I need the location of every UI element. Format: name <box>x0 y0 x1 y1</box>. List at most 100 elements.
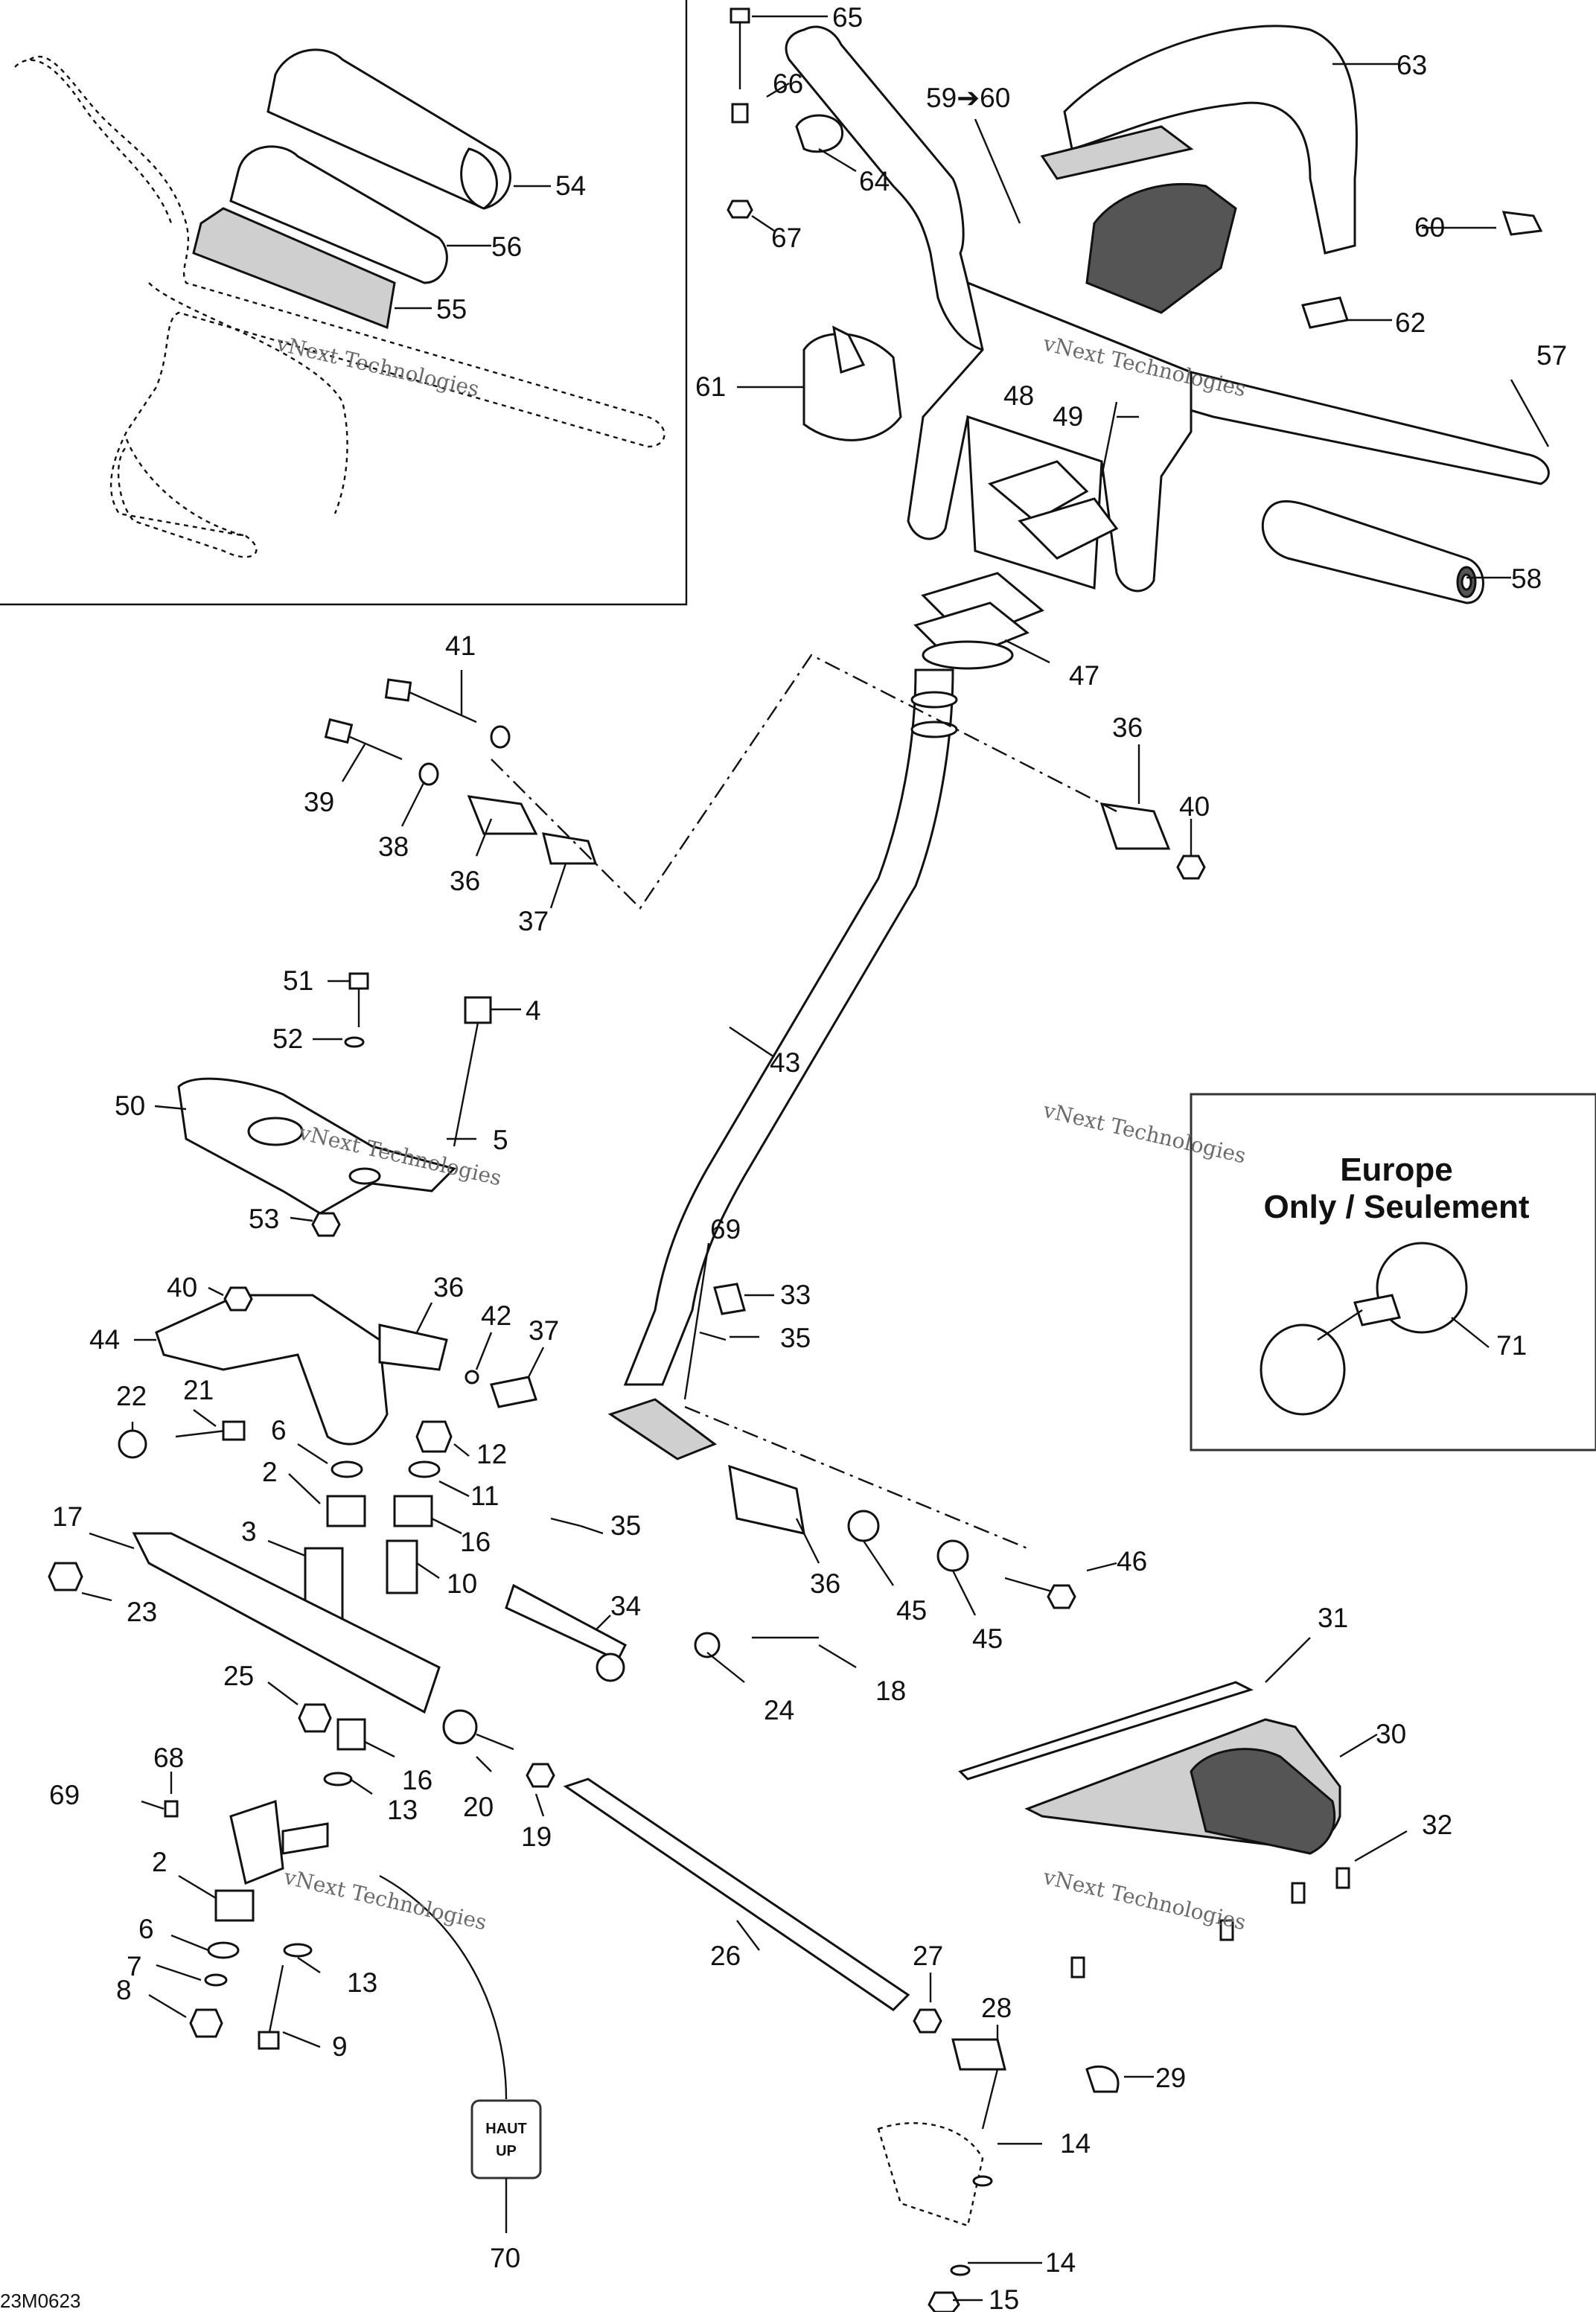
callout-22: 22 <box>116 1381 147 1411</box>
callout-55: 55 <box>436 294 467 325</box>
callout-43: 43 <box>770 1047 800 1078</box>
callout-64: 64 <box>859 166 890 197</box>
callout-28: 28 <box>981 1993 1012 2023</box>
callout-10: 10 <box>447 1568 477 1599</box>
callout-45a: 45 <box>896 1595 927 1626</box>
callout-7: 7 <box>127 1951 142 1982</box>
callout-54: 54 <box>555 170 586 201</box>
callout-36a: 36 <box>450 866 480 896</box>
callout-35a: 35 <box>780 1323 811 1353</box>
callout-62: 62 <box>1395 307 1426 338</box>
tag-up-text: UP <box>496 2143 517 2159</box>
callout-41: 41 <box>445 630 476 661</box>
callout-36d: 36 <box>810 1568 840 1599</box>
callout-6a: 6 <box>271 1415 287 1446</box>
callout-69a: 69 <box>710 1214 741 1245</box>
callout-49: 49 <box>1053 401 1083 432</box>
callout-57: 57 <box>1536 340 1567 371</box>
callout-14a: 14 <box>1060 2128 1091 2159</box>
callout-26: 26 <box>710 1941 741 1971</box>
callout-50: 50 <box>115 1090 145 1121</box>
callout-35b: 35 <box>610 1510 641 1541</box>
callout-36b: 36 <box>1112 712 1143 743</box>
callout-25: 25 <box>223 1661 254 1691</box>
callout-51: 51 <box>283 965 313 996</box>
callout-labels: 65 66 64 67 63 59➔60 60 62 57 61 48 49 5… <box>49 2 1567 2312</box>
europe-box-title-1: Europe <box>1340 1152 1453 1188</box>
callout-46: 46 <box>1117 1546 1147 1577</box>
callout-16b: 16 <box>402 1765 432 1795</box>
callout-34: 34 <box>610 1591 641 1621</box>
callout-27: 27 <box>913 1941 943 1971</box>
callout-8: 8 <box>116 1975 132 2005</box>
callout-52: 52 <box>272 1024 303 1054</box>
callout-37b: 37 <box>529 1315 559 1346</box>
pad-56 <box>229 145 448 284</box>
leader-lines <box>81 15 1550 2302</box>
callout-58: 58 <box>1511 563 1542 594</box>
callout-5: 5 <box>493 1125 508 1155</box>
callout-53: 53 <box>249 1204 279 1234</box>
callout-23: 23 <box>127 1597 157 1627</box>
europe-only-box: Europe Only / Seulement <box>1190 1093 1596 1452</box>
callout-9: 9 <box>332 2031 348 2062</box>
callout-21: 21 <box>183 1375 214 1405</box>
callout-37a: 37 <box>518 906 549 936</box>
callout-36c: 36 <box>433 1272 464 1303</box>
callout-4: 4 <box>526 995 541 1026</box>
steering-column-43 <box>607 668 958 1460</box>
haut-up-tag: HAUT UP <box>379 1874 542 2233</box>
callout-70: 70 <box>490 2243 520 2273</box>
tag-haut-text: HAUT <box>485 2121 527 2137</box>
callout-11: 11 <box>470 1481 499 1511</box>
pad-54 <box>266 48 511 210</box>
callout-71: 71 <box>1496 1330 1527 1361</box>
callout-17: 17 <box>52 1501 83 1532</box>
callout-59-60: 59➔60 <box>926 83 1010 113</box>
callout-15: 15 <box>989 2284 1019 2312</box>
callout-60: 60 <box>1414 212 1445 243</box>
callout-69b: 69 <box>49 1780 80 1810</box>
callout-19: 19 <box>521 1821 552 1852</box>
callout-20: 20 <box>463 1792 494 1822</box>
callout-13b: 13 <box>347 1967 377 1998</box>
callout-14b: 14 <box>1045 2247 1076 2278</box>
callout-47: 47 <box>1069 660 1099 691</box>
callout-42: 42 <box>481 1300 511 1331</box>
callout-66: 66 <box>773 68 803 99</box>
callout-12: 12 <box>476 1439 507 1469</box>
callout-48: 48 <box>1003 380 1034 411</box>
callout-3: 3 <box>241 1516 257 1547</box>
callout-31: 31 <box>1318 1603 1348 1633</box>
callout-56: 56 <box>491 231 522 262</box>
callout-13a: 13 <box>387 1795 418 1825</box>
callout-44: 44 <box>89 1324 120 1355</box>
callout-16a: 16 <box>460 1527 491 1557</box>
callout-24: 24 <box>764 1695 794 1725</box>
handlebar-assembly <box>727 7 1550 670</box>
watermark-6: vNext Technologies <box>1040 1864 1248 1935</box>
pad-55 <box>192 207 396 330</box>
callout-67: 67 <box>771 223 802 253</box>
callout-2a: 2 <box>262 1457 278 1487</box>
callout-39: 39 <box>304 787 334 817</box>
callout-68: 68 <box>153 1743 184 1773</box>
callout-45b: 45 <box>972 1623 1003 1654</box>
inset-handlebar-panel <box>0 0 688 606</box>
mid-assembly-parts <box>48 654 1350 2312</box>
callout-40a: 40 <box>1179 791 1210 822</box>
callout-6b: 6 <box>138 1914 154 1944</box>
callout-65: 65 <box>832 2 863 33</box>
callout-32: 32 <box>1422 1810 1452 1840</box>
callout-30: 30 <box>1376 1719 1406 1749</box>
callout-29: 29 <box>1155 2063 1186 2093</box>
callout-2b: 2 <box>152 1847 167 1877</box>
watermark-5: vNext Technologies <box>281 1864 488 1935</box>
europe-box-title-2: Only / Seulement <box>1264 1189 1530 1225</box>
callout-18: 18 <box>875 1676 906 1706</box>
callout-38: 38 <box>378 831 409 862</box>
callout-61: 61 <box>695 371 726 402</box>
callout-40b: 40 <box>167 1272 197 1303</box>
callout-63: 63 <box>1396 50 1427 80</box>
